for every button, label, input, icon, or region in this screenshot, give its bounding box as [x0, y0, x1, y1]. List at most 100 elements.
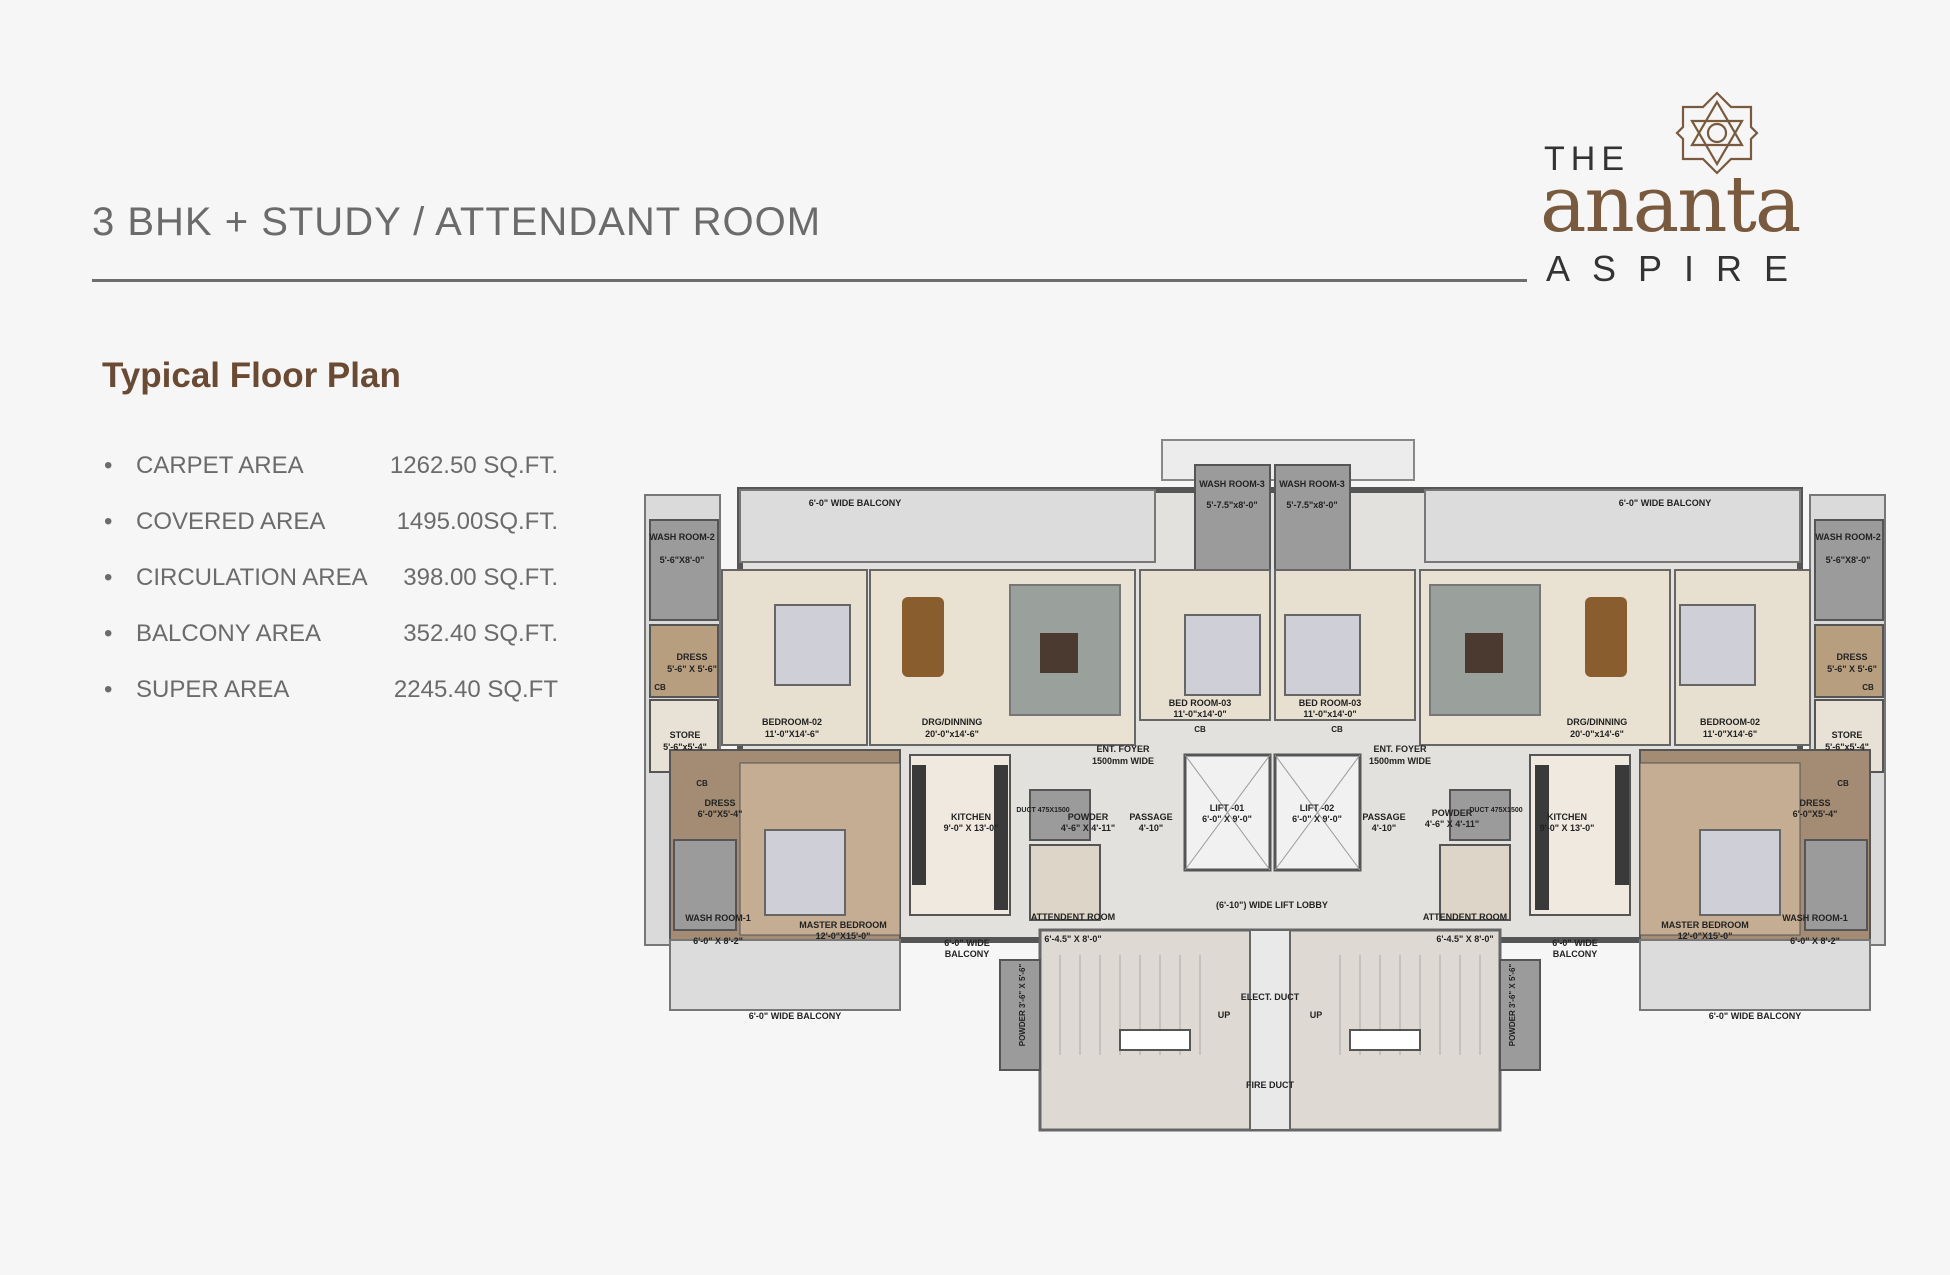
- dress-right-size: 5'-6" X 5'-6": [1827, 664, 1877, 674]
- attendent-left-size: 6'-4.5" X 8'-0": [1044, 934, 1101, 944]
- bedroom3-right-size: 11'-0"x14'-0": [1303, 709, 1356, 719]
- balcony-top-right-label: 6'-0" WIDE BALCONY: [1619, 498, 1711, 508]
- powder-right-name: POWDER: [1432, 808, 1473, 818]
- master-left-name: MASTER BEDROOM: [799, 920, 887, 930]
- powder-right-size: 4'-6" X 4'-11": [1425, 819, 1479, 829]
- wash1-right-size: 6'-0" X 8'-2": [1790, 936, 1840, 946]
- area-row-balcony: • BALCONY AREA 352.40 SQ.FT.: [104, 620, 574, 676]
- title-divider: [92, 279, 1527, 282]
- wash1-left-name: WASH ROOM-1: [685, 913, 751, 923]
- dress2-left-size: 6'-0"X5'-4": [698, 809, 743, 819]
- store-right-name: STORE: [1832, 730, 1863, 740]
- area-value: 1262.50 SQ.FT.: [389, 452, 558, 479]
- balcony-bottom-right-label: 6'-0" WIDE BALCONY: [1709, 1011, 1801, 1021]
- area-row-carpet: • CARPET AREA 1262.50 SQ.FT.: [104, 452, 574, 508]
- area-value: 398.00 SQ.FT.: [403, 564, 558, 591]
- wash3-left-name: WASH ROOM-3: [1199, 479, 1265, 489]
- lift1-name: LIFT -01: [1210, 803, 1245, 813]
- wash2-right-size: 5'-6"X8'-0": [1826, 555, 1871, 565]
- section-subtitle: Typical Floor Plan: [102, 356, 401, 395]
- store-right-size: 5'-6"x5'-4": [1825, 742, 1869, 752]
- lift1-size: 6'-0" X 9'-0": [1202, 814, 1252, 824]
- bedroom2-right-size: 11'-0"X14'-6": [1703, 729, 1757, 739]
- powder-bottom-left: POWDER 3'-6" X 5'-6": [1018, 964, 1027, 1047]
- floor-plan: 6'-0" WIDE BALCONY 6'-0" WIDE BALCONY 6'…: [644, 439, 1886, 1132]
- foyer-right-size: 1500mm WIDE: [1369, 756, 1431, 766]
- area-value: 352.40 SQ.FT.: [403, 620, 558, 647]
- area-row-circulation: • CIRCULATION AREA 398.00 SQ.FT.: [104, 564, 574, 620]
- dress-right-name: DRESS: [1836, 652, 1867, 662]
- wash2-left-name: WASH ROOM-2: [649, 532, 715, 542]
- passage-left-name: PASSAGE: [1129, 812, 1172, 822]
- passage-right-size: 4'-10": [1372, 823, 1396, 833]
- powder-bottom-right: POWDER 3'-6" X 5'-6": [1508, 964, 1517, 1047]
- area-row-covered: • COVERED AREA 1495.00SQ.FT.: [104, 508, 574, 564]
- bedroom2-left-name: BEDROOM-02: [762, 717, 822, 727]
- master-right-name: MASTER BEDROOM: [1661, 920, 1749, 930]
- area-value: 2245.40 SQ.FT: [393, 676, 558, 703]
- store-left-size: 5'-6"x5'-4": [663, 742, 707, 752]
- lift-lobby-label: (6'-10") WIDE LIFT LOBBY: [1216, 900, 1328, 910]
- bullet-icon: •: [104, 564, 113, 591]
- duct-left: DUCT 475X1500: [1016, 807, 1069, 814]
- area-label: CARPET AREA: [136, 452, 304, 479]
- bullet-icon: •: [104, 452, 113, 479]
- passage-left-size: 4'-10": [1139, 823, 1163, 833]
- dress2-right-name: DRESS: [1799, 798, 1830, 808]
- plan-structure: [644, 439, 1886, 1132]
- small-balcony-left-name: 6'-0" WIDE: [944, 938, 989, 948]
- page-title: 3 BHK + STUDY / ATTENDANT ROOM: [92, 200, 822, 244]
- bedroom3-left-size: 11'-0"x14'-0": [1173, 709, 1226, 719]
- area-label: BALCONY AREA: [136, 620, 321, 647]
- balcony-top-left-label: 6'-0" WIDE BALCONY: [809, 498, 901, 508]
- wash3-right-size: 5'-7.5"x8'-0": [1286, 500, 1337, 510]
- area-value: 1495.00SQ.FT.: [396, 508, 558, 535]
- kitchen-right-name: KITCHEN: [1547, 812, 1587, 822]
- drg-right-size: 20'-0"x14'-6": [1570, 729, 1624, 739]
- powder-left-size: 4'-6" X 4'-11": [1061, 823, 1115, 833]
- bullet-icon: •: [104, 620, 113, 647]
- kitchen-right-size: 9'-0" X 13'-0": [1540, 823, 1595, 833]
- dress-left-size: 5'-6" X 5'-6": [667, 664, 717, 674]
- foyer-left-size: 1500mm WIDE: [1092, 756, 1154, 766]
- attendent-right-name: ATTENDENT ROOM: [1423, 912, 1507, 922]
- balcony-bottom-left-label: 6'-0" WIDE BALCONY: [749, 1011, 841, 1021]
- wash1-right-name: WASH ROOM-1: [1782, 913, 1848, 923]
- bullet-icon: •: [104, 508, 113, 535]
- wash2-right-name: WASH ROOM-2: [1815, 532, 1881, 542]
- powder-left-name: POWDER: [1068, 812, 1109, 822]
- foyer-left-name: ENT. FOYER: [1096, 744, 1150, 754]
- area-label: COVERED AREA: [136, 508, 326, 535]
- small-balcony-right-name: 6'-0" WIDE: [1552, 938, 1597, 948]
- wash3-left-size: 5'-7.5"x8'-0": [1206, 500, 1257, 510]
- master-left-size: 12'-0"X15'-0": [816, 931, 871, 941]
- area-row-super: • SUPER AREA 2245.40 SQ.FT: [104, 676, 574, 732]
- area-list: • CARPET AREA 1262.50 SQ.FT. • COVERED A…: [104, 452, 574, 732]
- foyer-right-name: ENT. FOYER: [1373, 744, 1427, 754]
- store-left-name: STORE: [670, 730, 701, 740]
- bedroom3-left-name: BED ROOM-03: [1169, 698, 1232, 708]
- bullet-icon: •: [104, 676, 113, 703]
- logo-name: ananta: [1540, 160, 1801, 250]
- logo-tagline: ASPIRE: [1546, 248, 1811, 289]
- star-mandala-icon: [1675, 91, 1759, 175]
- small-balcony-right-sub: BALCONY: [1553, 949, 1598, 959]
- master-right-size: 12'-0"X15'-0": [1678, 931, 1733, 941]
- bedroom3-right-name: BED ROOM-03: [1299, 698, 1362, 708]
- kitchen-left-size: 9'-0" X 13'-0": [944, 823, 999, 833]
- cb-label-2: CB: [1862, 683, 1874, 692]
- logo-the: THE: [1544, 140, 1630, 178]
- wash1-left-size: 6'-0" X 8'-2": [693, 936, 743, 946]
- cb-label-4: CB: [1837, 779, 1849, 788]
- attendent-right-size: 6'-4.5" X 8'-0": [1436, 934, 1493, 944]
- dress2-right-size: 6'-0"X5'-4": [1793, 809, 1838, 819]
- kitchen-left-name: KITCHEN: [951, 812, 991, 822]
- cb-label-3: CB: [696, 779, 708, 788]
- attendent-left-name: ATTENDENT ROOM: [1031, 912, 1115, 922]
- small-balcony-left-sub: BALCONY: [945, 949, 990, 959]
- fire-duct-label: FIRE DUCT: [1246, 1080, 1294, 1090]
- drg-left-size: 20'-0"x14'-6": [925, 729, 979, 739]
- bedroom2-left-size: 11'-0"X14'-6": [765, 729, 819, 739]
- bedroom2-right-name: BEDROOM-02: [1700, 717, 1760, 727]
- area-label: CIRCULATION AREA: [136, 564, 368, 591]
